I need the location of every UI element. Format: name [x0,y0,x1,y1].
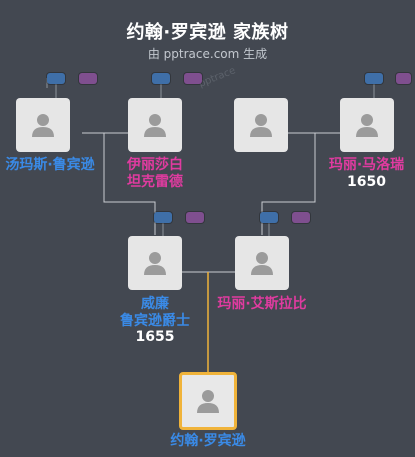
person-card-mary-malory[interactable] [340,98,394,152]
person-icon [144,252,166,275]
male-marker-icon[interactable] [154,212,172,223]
person-icon [144,114,166,137]
person-card-elizabeth[interactable] [128,98,182,152]
person-icon [251,252,273,275]
person-year-mary-malory: 1650 [347,174,386,190]
female-marker-icon[interactable] [79,73,97,84]
person-card-unknown[interactable] [234,98,288,152]
person-card-john[interactable] [179,372,237,430]
page-title: 约翰·罗宾逊 家族树 [126,22,289,43]
male-marker-icon[interactable] [152,73,170,84]
female-marker-icon[interactable] [186,212,204,223]
person-name-elizabeth-line1: 伊丽莎白 [127,157,183,173]
male-marker-icon[interactable] [365,73,383,84]
person-icon [197,390,219,413]
person-name-elizabeth-line2: 坦克雷德 [127,174,183,190]
person-card-william[interactable] [128,236,182,290]
page-subtitle: 由 pptrace.com 生成 [147,47,268,61]
person-icon [250,114,272,137]
person-name-william-line2: 鲁宾逊爵士 [120,313,190,329]
male-marker-icon[interactable] [47,73,65,84]
female-marker-icon[interactable] [184,73,202,84]
female-marker-icon[interactable] [292,212,310,223]
person-year-william: 1655 [135,329,175,345]
person-name-mary-astley: 玛丽·艾斯拉比 [217,296,307,312]
person-name-john: 约翰·罗宾逊 [170,433,246,449]
person-icon [32,114,54,137]
person-name-william-line1: 威廉 [141,296,169,312]
person-icon [356,114,378,137]
person-name-thomas: 汤玛斯·鲁宾逊 [5,157,95,173]
person-card-thomas[interactable] [16,98,70,152]
female-marker-icon[interactable] [396,73,411,84]
male-marker-icon[interactable] [260,212,278,223]
person-card-mary-astley[interactable] [235,236,289,290]
person-name-mary-malory: 玛丽·马洛瑞 [328,157,405,173]
